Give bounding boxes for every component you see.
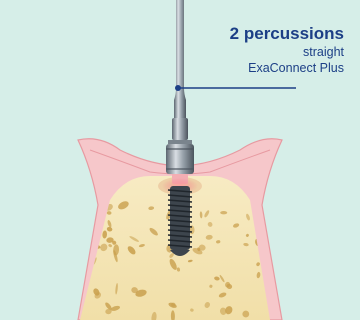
callout-dot (175, 85, 181, 91)
callout-line-1: straight (230, 44, 344, 60)
callout-label: 2 percussions straight ExaConnect Plus (230, 24, 344, 76)
callout-line-2: ExaConnect Plus (230, 60, 344, 76)
bone-speckle (220, 211, 227, 214)
implant-body (168, 186, 192, 256)
callout-title: 2 percussions (230, 24, 344, 44)
